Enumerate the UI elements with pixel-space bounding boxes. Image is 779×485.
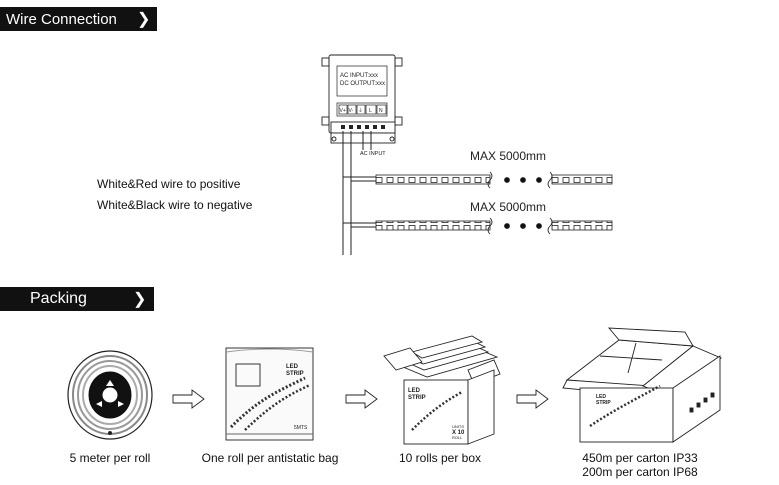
terminal-label: ⏚	[358, 107, 363, 114]
terminal-label: N	[379, 108, 383, 114]
ac-input-label: AC INPUT	[360, 151, 386, 157]
terminal-labels: V+ V- ⏚ L N	[340, 107, 384, 114]
antistatic-bag-icon	[225, 347, 314, 441]
box-icon	[383, 335, 501, 445]
packing-title: Packing	[30, 290, 87, 307]
max-length-label: MAX 5000mm	[470, 200, 546, 214]
wiring	[342, 131, 376, 255]
carton-brand-2: STRIP	[596, 400, 611, 406]
note-negative: White&Black wire to negative	[97, 198, 253, 212]
chevron-right-icon: ❯	[137, 11, 151, 28]
terminal-label: L	[369, 108, 372, 114]
box-qty-1: UNITS	[452, 424, 464, 429]
power-label-2: DC OUTPUT:xxx	[340, 81, 385, 87]
power-supply-icon	[321, 54, 403, 144]
bag-length: 5MTS	[294, 425, 308, 431]
terminal-screws	[341, 125, 385, 129]
box-brand: LED	[408, 388, 421, 394]
power-label-1: AC INPUT:xxx	[340, 73, 378, 79]
caption-bag: One roll per antistatic bag	[201, 451, 339, 465]
caption-carton-1: 450m per carton IP33	[582, 451, 698, 465]
bag-brand: LED	[286, 364, 299, 370]
caption-carton-2: 200m per carton IP68	[582, 465, 698, 479]
max-length-label: MAX 5000mm	[470, 149, 546, 163]
terminal-label: V+	[340, 108, 346, 114]
caption-box: 10 rolls per box	[398, 451, 482, 465]
wire-connection-header: Wire Connection ❯	[0, 7, 157, 31]
led-strip-icon	[375, 171, 613, 189]
bag-brand-2: STRIP	[286, 371, 304, 377]
arrow-right-icon	[172, 389, 205, 409]
wire-connection-title: Wire Connection	[6, 10, 117, 28]
box-brand-2: STRIP	[408, 395, 426, 401]
carton-brand: LED	[596, 394, 606, 400]
caption-roll: 5 meter per roll	[69, 451, 151, 465]
terminal-block	[338, 104, 387, 115]
arrow-right-icon	[345, 389, 378, 409]
packing-header: Packing ❯	[0, 287, 154, 311]
arrow-right-icon	[516, 389, 549, 409]
carton-icon	[562, 327, 722, 443]
chevron-right-icon: ❯	[133, 291, 147, 308]
led-strip-icon	[375, 217, 613, 235]
note-positive: White&Red wire to positive	[97, 177, 241, 191]
box-qty-3: ROLL	[452, 435, 463, 440]
reel-icon	[67, 350, 153, 440]
terminal-label: V-	[349, 108, 354, 114]
box-qty-2: X 10	[452, 430, 465, 436]
